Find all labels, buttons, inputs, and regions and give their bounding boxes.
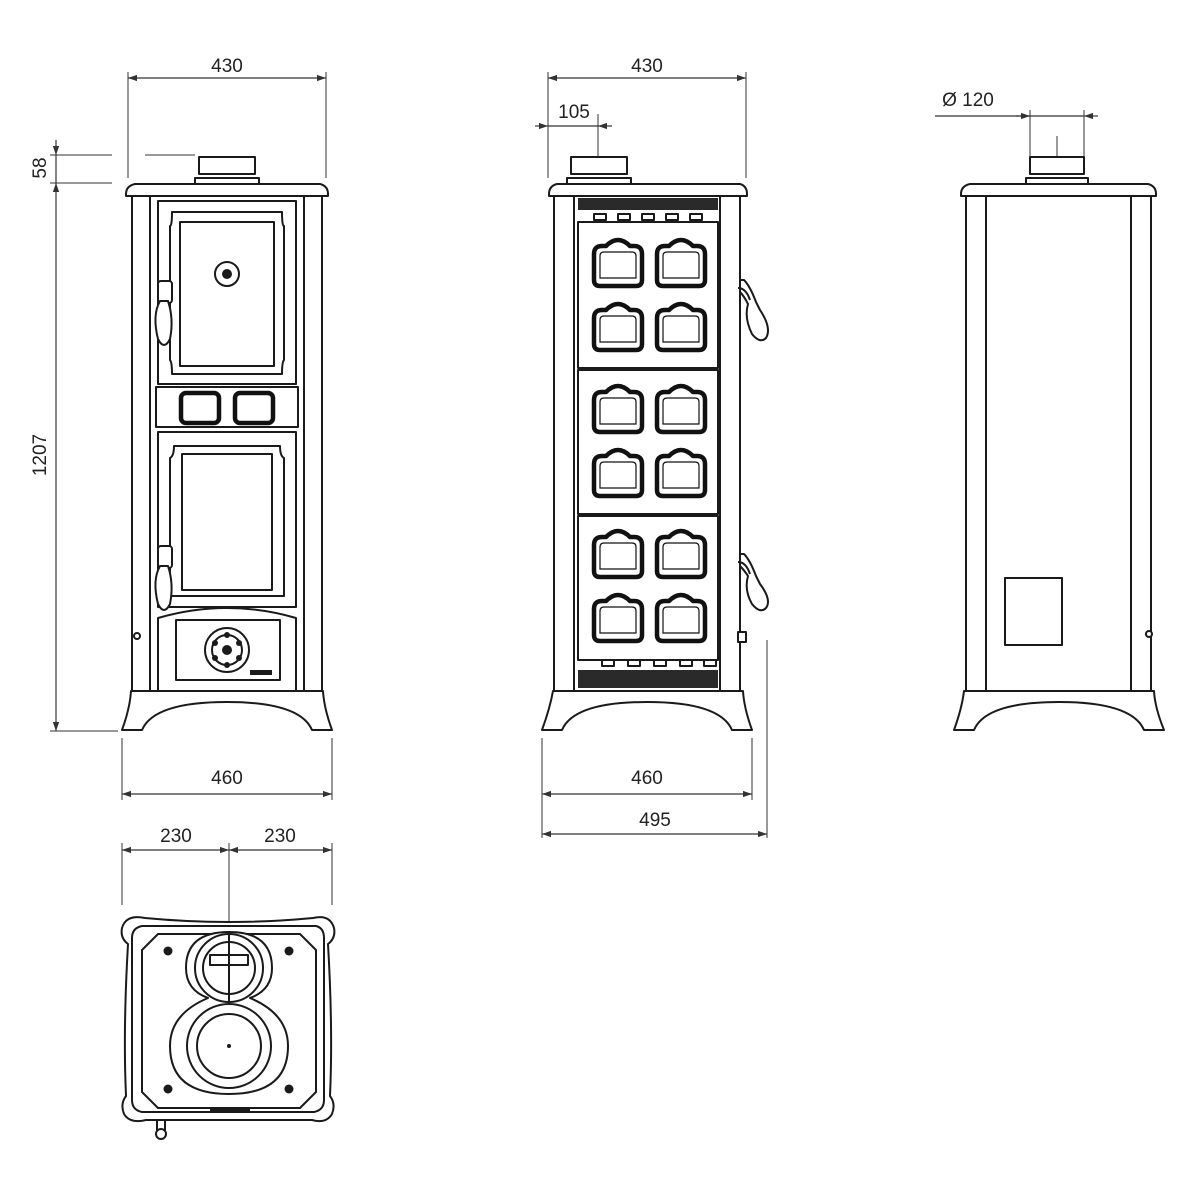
top-view: 230 230 (120, 826, 336, 1140)
side-depth-total-label: 495 (639, 810, 671, 831)
front-height-label: 1207 (30, 434, 51, 476)
side-view: 430 105 460 495 (535, 56, 769, 838)
front-view: 430 58 1207 460 (30, 56, 333, 800)
front-width-top-label: 430 (211, 56, 243, 77)
front-width-base-label: 460 (211, 768, 243, 789)
rear-view: Ø 120 (935, 90, 1165, 731)
top-stove-outline (120, 916, 336, 1140)
side-stove-body (541, 156, 769, 731)
top-half-width-left-label: 230 (160, 826, 192, 847)
side-width-base-label: 460 (631, 768, 663, 789)
top-half-width-right-label: 230 (264, 826, 296, 847)
front-flue-height-label: 58 (30, 157, 51, 178)
front-stove-body (121, 156, 333, 731)
rear-stove-body (953, 156, 1165, 731)
side-flue-offset-label: 105 (558, 102, 590, 123)
side-width-top-label: 430 (631, 56, 663, 77)
rear-flue-diameter-label: Ø 120 (942, 90, 994, 111)
